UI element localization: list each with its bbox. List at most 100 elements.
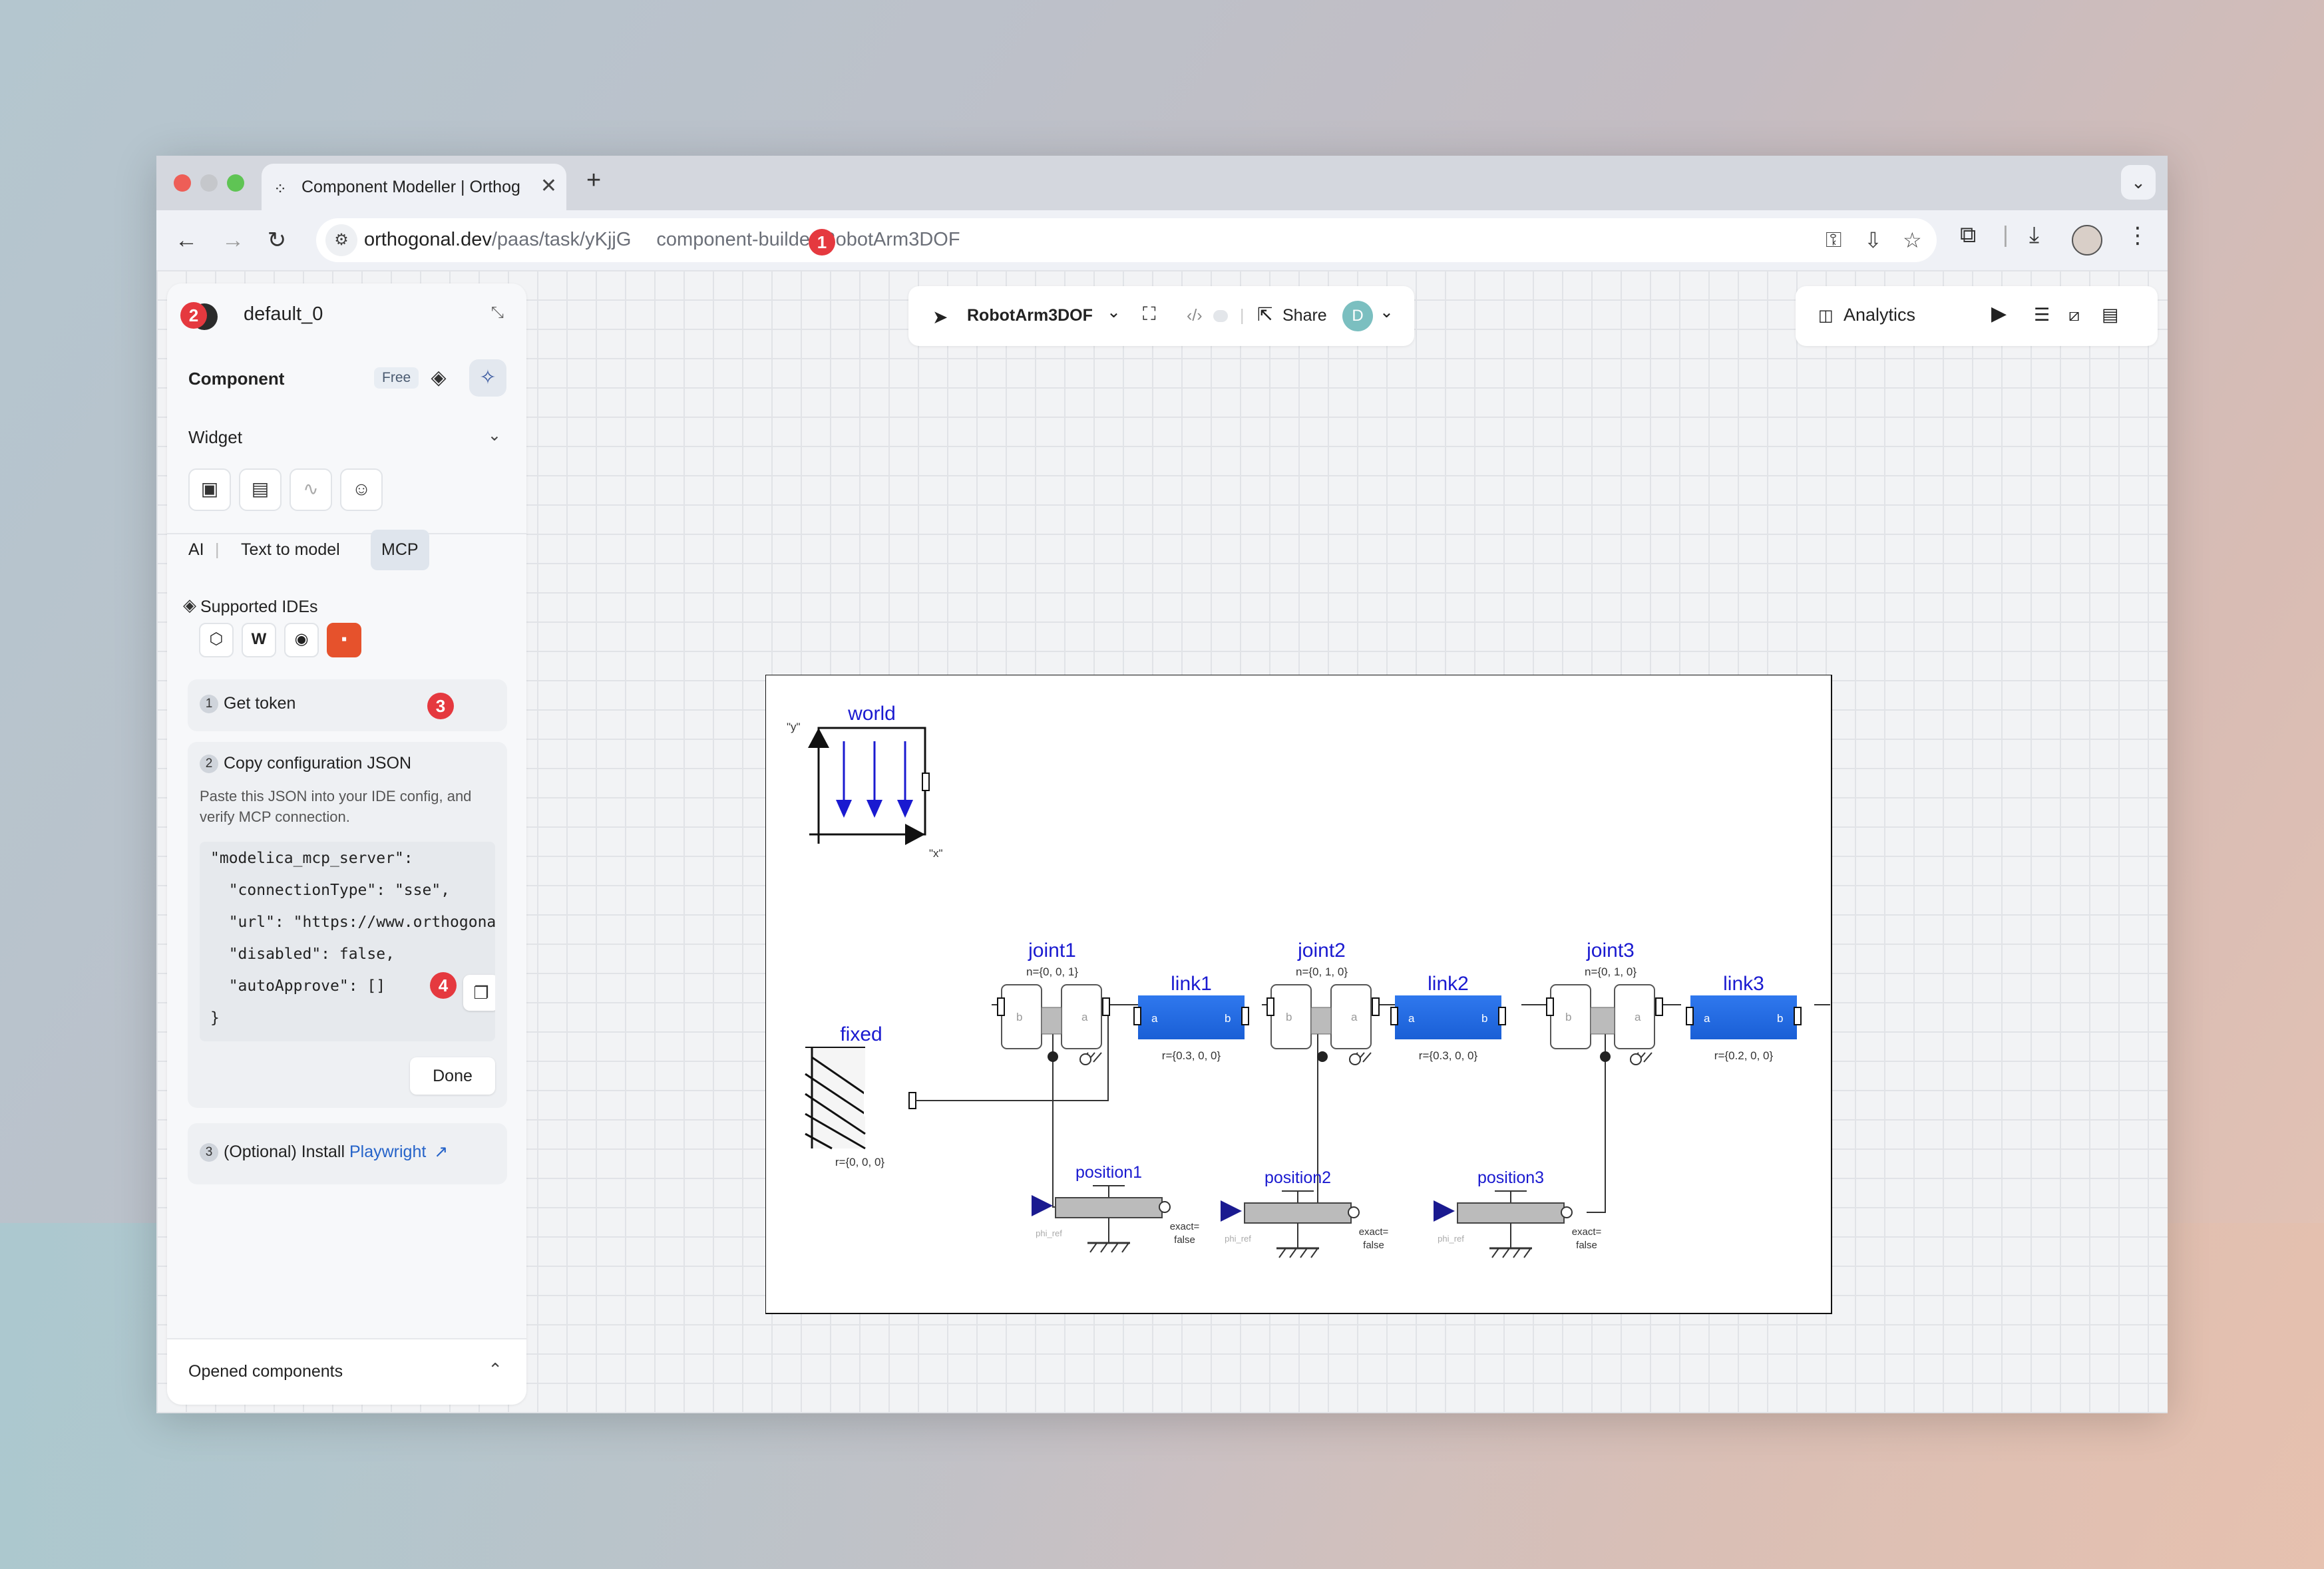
browser-menu-icon[interactable]: ⋮ [2126, 223, 2149, 248]
joint2-label: joint2 [1297, 940, 1346, 961]
external-link-icon[interactable]: ↗ [434, 1142, 449, 1161]
pointer-icon[interactable]: ➤ [932, 307, 948, 327]
link-2[interactable]: link2 a b r={0.3, 0, 0} [1390, 973, 1506, 1062]
svg-text:exact=: exact= [1170, 1221, 1200, 1232]
left-panel: 2 default_0 ⤡ Component Free ◈ ✧ Widget … [167, 283, 526, 1405]
new-tab-button[interactable]: + [586, 166, 602, 194]
tab-close-icon[interactable]: ✕ [540, 175, 557, 197]
back-icon[interactable]: ← [175, 228, 198, 253]
widget-image-icon[interactable]: ▣ [188, 468, 231, 511]
avatar-chevron-down-icon[interactable]: ⌄ [1380, 303, 1394, 321]
minimize-window-button[interactable] [200, 174, 218, 192]
fixed-label: fixed [840, 1023, 882, 1045]
url-text[interactable]: orthogonal.dev/paas/task/yKjjGcomponent-… [364, 229, 960, 250]
world-label: world [847, 703, 896, 725]
tab-ai[interactable]: AI [188, 540, 204, 559]
code-view-icon[interactable]: ‹/› [1187, 306, 1203, 325]
widget-form-icon[interactable]: ▤ [239, 468, 282, 511]
layers-icon[interactable]: ◈ [431, 367, 447, 389]
link3-label: link3 [1723, 973, 1764, 995]
opened-components-bar[interactable]: Opened components ⌃ [167, 1338, 526, 1405]
supported-ides-icon: ◈ [183, 595, 196, 615]
collapse-panel-icon[interactable]: ⤡ [490, 303, 504, 321]
list-view-icon[interactable]: ☰ [2034, 305, 2050, 325]
cline-ide-icon[interactable]: ◉ [284, 623, 319, 657]
favicon-icon: ⁘ [274, 180, 288, 198]
chevron-up-icon[interactable]: ⌃ [488, 1359, 502, 1379]
widget-chart-icon[interactable]: ∿ [290, 468, 332, 511]
extensions-icon[interactable]: ⧉ [1960, 222, 1977, 248]
code-view-toggle[interactable] [1213, 310, 1228, 322]
tab-separator: | [215, 540, 220, 559]
password-key-icon[interactable]: ⚿ [1826, 228, 1842, 252]
annotation-badge-4: 4 [430, 972, 457, 999]
bookmark-star-icon[interactable]: ☆ [1903, 228, 1922, 252]
browser-window: ⁘ Component Modeller | Orthogonal ✕ + ⌄ … [156, 156, 2168, 1413]
x-axis-label: "x" [929, 847, 943, 860]
toolbar-divider: | [2003, 222, 2009, 248]
panel-view-icon[interactable]: ▤ [2102, 305, 2119, 325]
model-name[interactable]: RobotArm3DOF [967, 306, 1093, 325]
maximize-window-button[interactable] [227, 174, 244, 192]
run-play-icon[interactable]: ▶ [1991, 303, 2007, 325]
model-diagram[interactable]: world "y" "x" fixed [765, 675, 1837, 1316]
reload-icon[interactable]: ↻ [267, 228, 287, 253]
link-3[interactable]: link3 a b r={0.2, 0, 0} [1686, 973, 1802, 1062]
world-component[interactable]: world "y" "x" [787, 703, 943, 860]
svg-text:false: false [1363, 1240, 1384, 1251]
close-window-button[interactable] [174, 174, 191, 192]
install-app-icon[interactable]: ⇩ [1864, 228, 1882, 252]
position-3[interactable]: position3 phi_ref exact= false [1434, 1168, 1602, 1258]
share-button[interactable]: Share [1282, 306, 1327, 325]
svg-text:b: b [1565, 1011, 1571, 1023]
joint3-label: joint3 [1586, 940, 1635, 961]
fixed-r-param: r={0, 0, 0} [835, 1156, 885, 1168]
tab-title: Component Modeller | Orthogonal [301, 178, 521, 196]
app-canvas[interactable]: 2 default_0 ⤡ Component Free ◈ ✧ Widget … [156, 270, 2168, 1413]
widget-bot-icon[interactable]: ☺ [340, 468, 383, 511]
position3-label: position3 [1477, 1168, 1544, 1187]
widget-heading: Widget [188, 427, 242, 447]
widget-chevron-down-icon[interactable]: ⌄ [487, 427, 501, 444]
config-json-code[interactable]: "modelica_mcp_server": "connectionType":… [200, 842, 495, 1041]
analytics-button[interactable]: Analytics [1843, 305, 1916, 325]
fixed-component[interactable]: fixed r={0, 0, 0} [805, 1023, 964, 1168]
claude-ide-icon[interactable]: ▪ [327, 623, 361, 657]
profile-avatar[interactable] [2072, 225, 2102, 256]
position1-label: position1 [1075, 1163, 1142, 1182]
joint-1[interactable]: joint1 n={0, 0, 1} b a [997, 940, 1110, 1065]
link1-label: link1 [1171, 973, 1212, 995]
position-2[interactable]: position2 phi_ref exact= false [1221, 1168, 1389, 1258]
address-bar[interactable]: ⚙ orthogonal.dev/paas/task/yKjjGcomponen… [316, 218, 1937, 262]
tab-text-to-model[interactable]: Text to model [241, 540, 340, 559]
model-chevron-down-icon[interactable]: ⌄ [1107, 303, 1121, 321]
ai-sparkle-icon[interactable]: ✧ [469, 359, 506, 397]
playwright-link[interactable]: Playwright [349, 1142, 427, 1161]
svg-text:a: a [1635, 1011, 1641, 1023]
collaborator-avatar[interactable]: D [1342, 301, 1373, 331]
link3-r-param: r={0.2, 0, 0} [1714, 1049, 1774, 1062]
position-1[interactable]: position1 phi_ref exact= false [1032, 1163, 1200, 1253]
tab-search-button[interactable]: ⌄ [2121, 165, 2156, 200]
svg-text:a: a [1704, 1012, 1710, 1025]
component-heading: Component [188, 369, 285, 389]
fullscreen-icon[interactable]: ⛶ [1143, 303, 1156, 324]
share-icon[interactable]: ⇱ [1257, 304, 1273, 325]
joint-3[interactable]: joint3 n={0, 1, 0} b a [1546, 940, 1663, 1065]
link-1[interactable]: link1 a b r={0.3, 0, 0} [1133, 973, 1249, 1062]
downloads-icon[interactable]: ⤓ [2029, 222, 2040, 248]
forward-icon[interactable]: → [222, 228, 244, 253]
svg-text:b: b [1481, 1012, 1487, 1025]
copy-icon[interactable]: ❐ [463, 975, 495, 1011]
svg-text:a: a [1081, 1011, 1088, 1023]
browser-tab[interactable]: ⁘ Component Modeller | Orthogonal ✕ [262, 164, 566, 210]
windsurf-ide-icon[interactable]: W [242, 623, 276, 657]
split-view-icon[interactable]: ⧄ [2068, 305, 2080, 325]
cursor-ide-icon[interactable]: ⬡ [199, 623, 234, 657]
tab-mcp[interactable]: MCP [371, 530, 429, 570]
site-info-icon[interactable]: ⚙ [325, 224, 357, 256]
done-button[interactable]: Done [410, 1057, 495, 1095]
annotation-badge-3: 3 [427, 693, 454, 719]
joint-2[interactable]: joint2 n={0, 1, 0} b a [1266, 940, 1380, 1065]
